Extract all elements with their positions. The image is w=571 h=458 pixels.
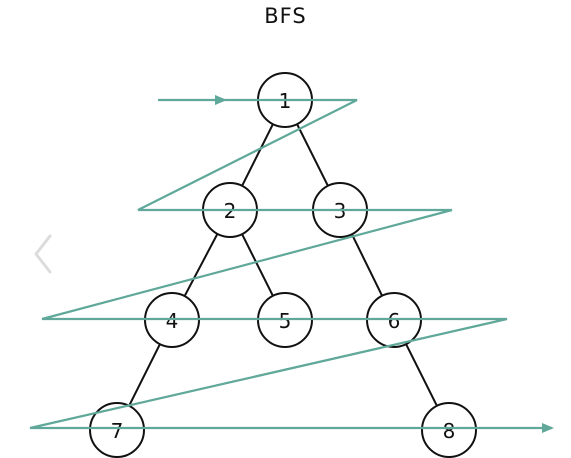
node-circle <box>89 402 145 458</box>
tree-node-7: 7 <box>89 402 145 458</box>
tree-node-8: 8 <box>421 402 477 458</box>
node-label: 8 <box>443 419 456 443</box>
tree-edges <box>116 99 450 431</box>
node-circle <box>421 402 477 458</box>
bfs-traversal-path <box>29 95 554 433</box>
chevron-left-icon[interactable] <box>28 232 58 276</box>
node-label: 5 <box>279 309 292 333</box>
traversal-zigzag-line <box>29 98 554 433</box>
node-label: 7 <box>111 419 124 443</box>
node-label: 6 <box>388 309 401 333</box>
node-label: 4 <box>166 309 179 333</box>
diagram-title: BFS <box>264 4 307 28</box>
